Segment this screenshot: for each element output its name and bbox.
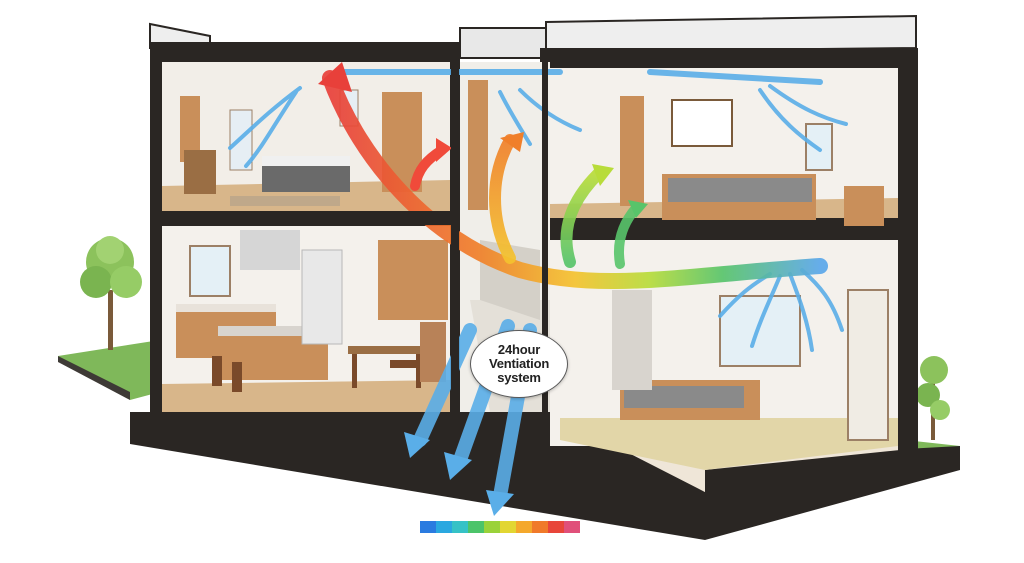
color-scale-swatch [500,521,516,533]
color-scale-swatch [564,521,580,533]
exhaust-arrowheads [404,432,514,516]
color-scale-swatch [468,521,484,533]
callout-line-3: system [497,370,541,385]
temperature-color-scale [420,521,580,533]
house-right-block [459,14,918,468]
supply-airflow-arrows [228,69,848,352]
callout-line-1: 24hour [497,342,541,357]
tree-right [916,356,950,440]
color-scale-swatch [516,521,532,533]
floor-lines [150,42,548,418]
rising-airflow-arrows [489,132,648,269]
bedroom-upper-left [162,89,450,212]
color-scale-swatch [452,521,468,533]
bedroom-upper-right [550,68,898,226]
callout-line-2: Ventiation [488,356,550,371]
color-scale-swatch [484,521,500,533]
color-scale-swatch [420,521,436,533]
color-scale-swatch [532,521,548,533]
kitchen [162,230,450,412]
return-airflow-arrow [318,62,828,290]
tree-left [80,236,142,350]
color-scale-swatch [436,521,452,533]
ventilation-callout: 24hour Ventiation system [470,330,568,398]
dining [348,240,448,388]
color-scale-swatch [548,521,564,533]
